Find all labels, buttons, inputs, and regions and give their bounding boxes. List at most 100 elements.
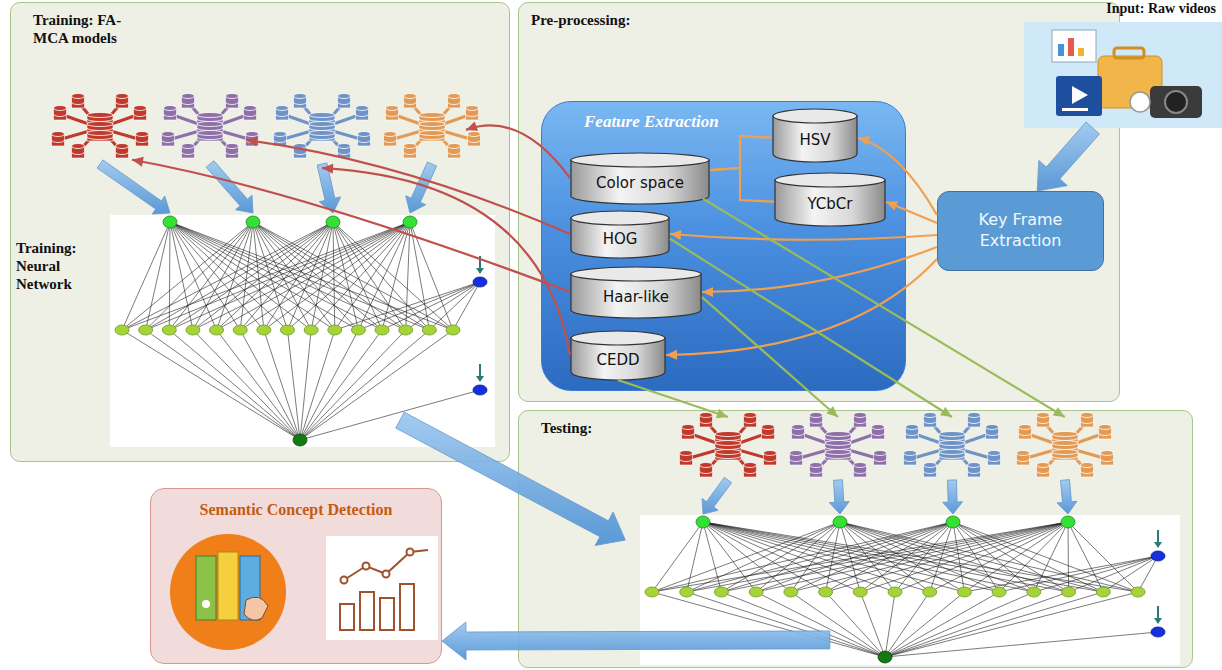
model-link [432,102,454,128]
db-top [72,144,85,149]
feature-extraction-box: Feature ExtractionColor spaceHSVYCbCrHOG… [541,101,906,391]
weight-line [333,222,453,330]
weight-line [953,522,999,592]
connector-line [618,380,728,417]
db-top [419,122,445,127]
db-body [116,146,129,158]
db-body [404,96,417,108]
cylinder-top [571,267,701,281]
connector [858,136,937,215]
weight-line [652,522,1068,592]
model-link [952,447,994,459]
weight-line [826,522,1068,592]
weight-line [253,222,406,330]
db-ring [924,421,937,424]
db-top [197,131,223,136]
db-ring [384,140,397,143]
weight-line [170,222,453,330]
db-top [244,106,257,111]
flow-arrow [702,477,732,514]
model-link [1065,447,1087,471]
db-top [54,106,67,111]
cylinder-top [773,109,857,123]
weight-line [953,522,1103,592]
weight-line [840,522,964,592]
bias-line [1034,556,1158,592]
db-ring [715,438,741,441]
hidden-neuron [888,587,902,597]
db-ring [226,102,239,105]
model-link [78,102,100,128]
result-illustration [170,534,438,650]
model-link [816,447,838,471]
db-body [466,108,479,120]
neural-network [110,215,495,447]
weight-line [169,222,333,330]
bias-arrow [479,256,481,269]
connector-line [132,160,570,292]
chart-bar [340,604,354,630]
db-top [294,144,307,149]
label-text: Training: FA-MCA models [33,11,145,47]
db-top [162,132,175,137]
connector [703,199,1065,417]
model-link [1065,421,1087,447]
db-top [246,132,259,137]
db-body [358,134,371,146]
video-illustration [1024,22,1222,128]
model-link [300,102,322,128]
model-link [838,421,860,447]
model-link [188,102,210,128]
model-icon [162,94,259,159]
db-ring [72,152,85,155]
flow-arrow [317,163,341,213]
db-ring [968,421,981,424]
bias-arrow-head [1154,542,1162,548]
weight-line [652,522,840,592]
weight-line [253,222,288,330]
connector [710,168,774,202]
db-body [854,465,867,477]
camera-lens [1165,91,1187,113]
db-body [197,115,223,123]
weight-line [756,522,953,592]
weight-line [217,222,333,330]
db-body [904,453,917,465]
db-top [906,425,919,430]
weight-line [170,222,264,330]
bias-line [406,282,480,330]
chart-bar [380,598,394,630]
weight-line [860,592,885,657]
weight-line [300,330,382,440]
db-ring [309,128,335,131]
weight-line [687,522,1068,592]
db-top [924,463,937,468]
db-top [182,144,195,149]
weight-line [1034,522,1068,592]
weight-line [288,330,301,440]
text-holder: Pre-processing: [531,11,630,29]
hidden-neuron [162,325,176,335]
input-neuron [246,216,260,228]
db-top [924,413,937,418]
block-arrow [396,412,626,545]
weight-line [652,522,953,592]
db-body [1017,453,1030,465]
chart-point [383,571,390,578]
weight-line [687,522,953,592]
model-link [930,421,952,447]
db-ring [419,128,445,131]
clock [1130,92,1150,112]
model-link [100,102,122,128]
db-top [715,441,741,446]
text-holder: Testing: [541,419,592,437]
weight-line [300,330,311,440]
bias-neuron [1151,627,1165,637]
model-link [210,128,252,140]
model-link [60,114,100,128]
weight-line [999,522,1068,592]
db-body [715,434,741,442]
cylinder-top [571,153,709,167]
bias-line [358,282,480,330]
